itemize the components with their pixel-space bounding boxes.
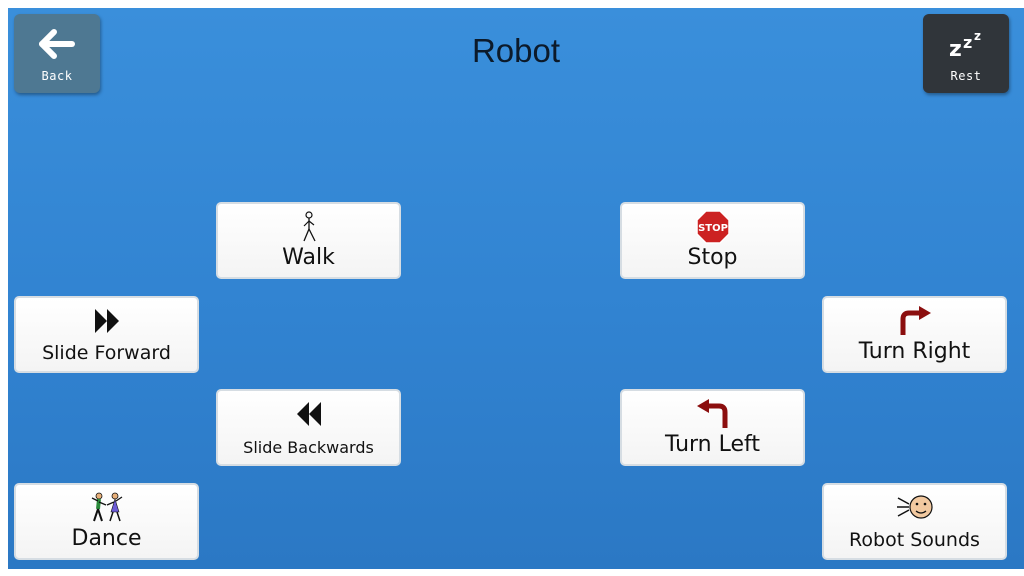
back-button-label: Back xyxy=(41,69,73,83)
stop-sign-icon: STOP xyxy=(622,210,803,244)
turn-left-label: Turn Left xyxy=(664,432,761,457)
sleep-zzz-icon: z z z xyxy=(923,28,1009,60)
slide-backwards-button[interactable]: Slide Backwards xyxy=(216,389,401,466)
dance-label: Dance xyxy=(71,526,142,551)
slide-forward-label: Slide Forward xyxy=(42,342,171,364)
page-title: Robot xyxy=(471,32,561,69)
dancing-people-icon xyxy=(16,491,197,525)
robot-screen: Robot Back z z z Rest xyxy=(8,8,1024,569)
dance-button[interactable]: Dance xyxy=(14,483,199,560)
stop-label: Stop xyxy=(687,245,738,270)
svg-text:z: z xyxy=(974,29,981,43)
stop-sign-text: STOP xyxy=(698,223,728,234)
rest-button[interactable]: z z z Rest xyxy=(923,14,1009,93)
stop-button[interactable]: STOP Stop xyxy=(620,202,805,279)
slide-backwards-label: Slide Backwards xyxy=(243,438,374,457)
walk-button[interactable]: Walk xyxy=(216,202,401,279)
walking-person-icon xyxy=(218,210,399,244)
slide-forward-button[interactable]: Slide Forward xyxy=(14,296,199,373)
rewind-icon xyxy=(218,397,399,431)
turn-left-button[interactable]: Turn Left xyxy=(620,389,805,466)
turn-left-arrow-icon xyxy=(622,397,803,431)
turn-right-button[interactable]: Turn Right xyxy=(822,296,1007,373)
fast-forward-icon xyxy=(16,304,197,338)
turn-right-arrow-icon xyxy=(824,304,1005,338)
robot-sounds-label: Robot Sounds xyxy=(849,529,980,551)
back-arrow-icon xyxy=(14,28,100,60)
walk-label: Walk xyxy=(282,245,335,270)
svg-text:z: z xyxy=(949,37,962,60)
speaking-face-icon xyxy=(824,491,1005,525)
back-button[interactable]: Back xyxy=(14,14,100,93)
rest-button-label: Rest xyxy=(950,69,982,83)
turn-right-label: Turn Right xyxy=(858,339,971,364)
robot-sounds-button[interactable]: Robot Sounds xyxy=(822,483,1007,560)
svg-text:z: z xyxy=(963,33,972,52)
